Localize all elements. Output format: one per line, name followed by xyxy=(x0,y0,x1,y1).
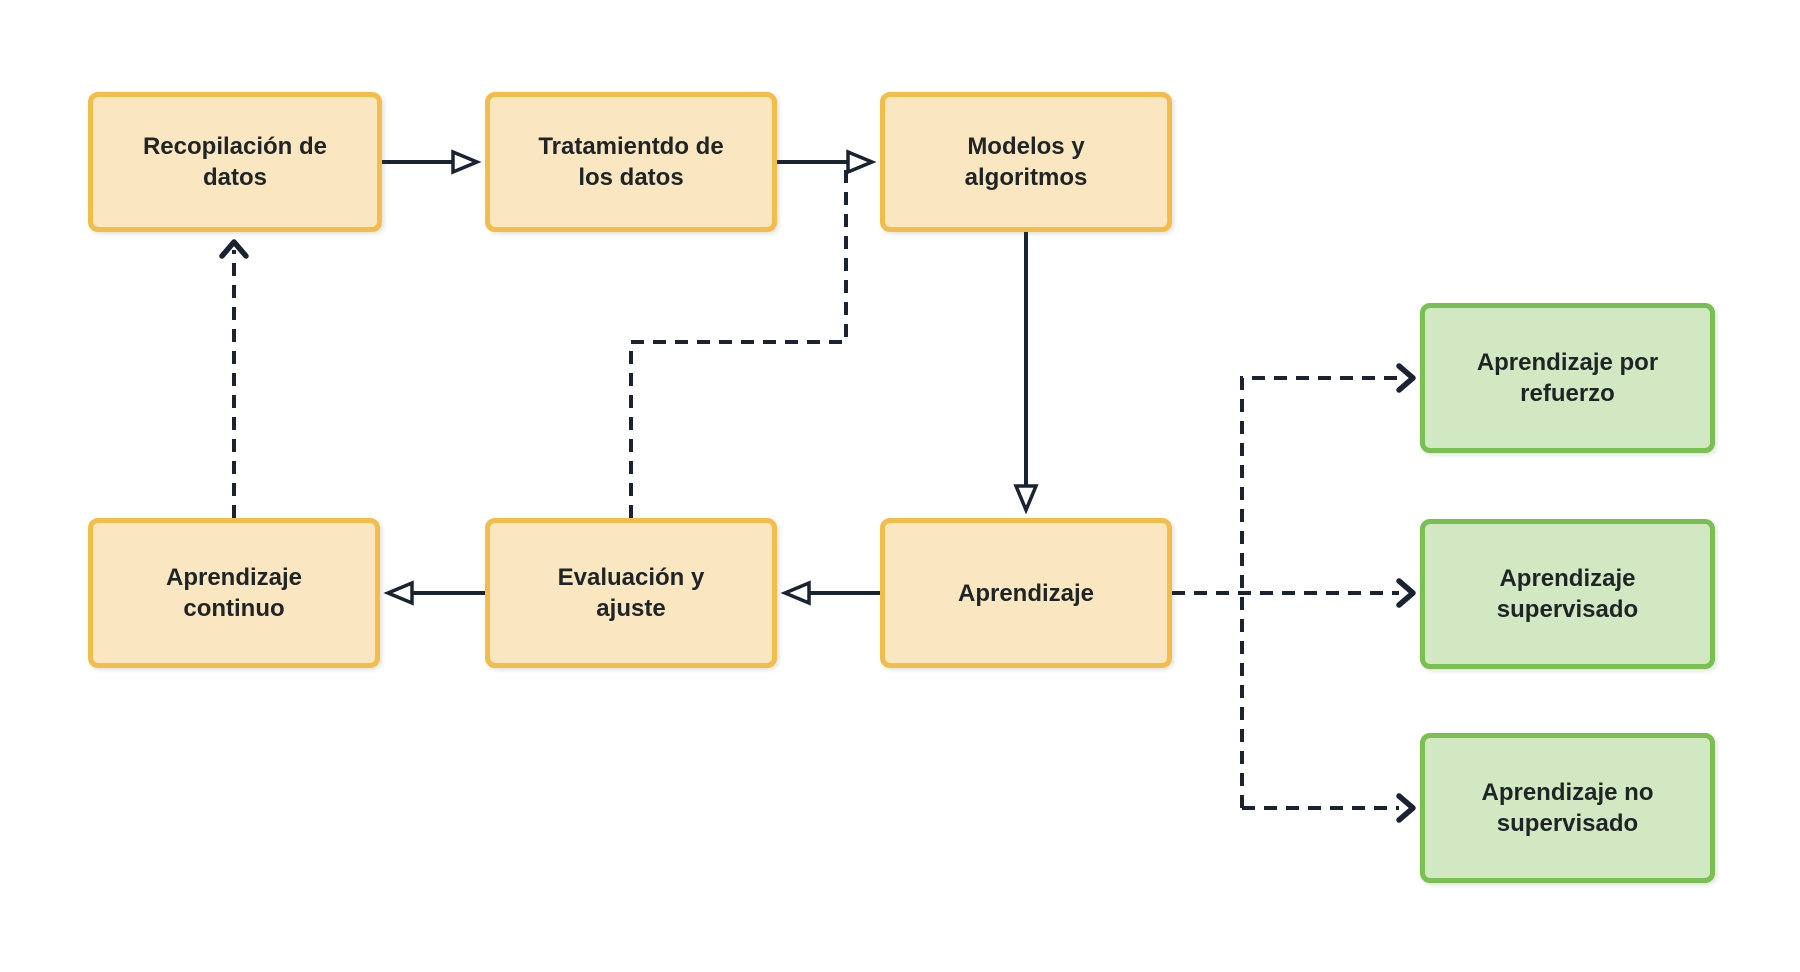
node-label-tratamiento: Tratamientdo de los datos xyxy=(538,133,724,191)
arrowhead-aprendizaje-icon xyxy=(1013,484,1039,515)
node-label-modelos: Modelos y algoritmos xyxy=(964,133,1088,191)
node-evaluacion-y-ajuste[interactable]: Evaluación y ajuste xyxy=(485,518,777,668)
node-aprendizaje[interactable]: Aprendizaje xyxy=(880,518,1172,668)
node-label-aprendizaje: Aprendizaje xyxy=(957,579,1095,607)
node-tratamiento-de-los-datos[interactable]: Tratamientdo de los datos xyxy=(485,92,777,232)
node-label-supervisado: Aprendizaje supervisado xyxy=(1496,565,1639,623)
arrowhead-no-supervisado-icon xyxy=(1396,793,1416,823)
node-aprendizaje-no-supervisado[interactable]: Aprendizaje no supervisado xyxy=(1420,733,1715,883)
arrowhead-tratamiento-icon xyxy=(451,149,482,175)
node-aprendizaje-por-refuerzo[interactable]: Aprendizaje por refuerzo xyxy=(1420,303,1715,453)
edge-aprendizaje-to-refuerzo xyxy=(1240,376,1399,808)
node-modelos-y-algoritmos[interactable]: Modelos y algoritmos xyxy=(880,92,1172,232)
arrowhead-continuo-icon xyxy=(383,580,414,606)
node-aprendizaje-continuo[interactable]: Aprendizaje continuo xyxy=(88,518,380,668)
node-label-no-supervisado: Aprendizaje no supervisado xyxy=(1481,779,1654,837)
arrowhead-refuerzo-icon xyxy=(1396,363,1416,393)
edge-evaluacion-to-modelos-feedback xyxy=(629,162,848,518)
arrowhead-recopilacion-icon xyxy=(219,239,249,259)
arrowhead-evaluacion-icon xyxy=(780,580,811,606)
arrowhead-modelos-icon xyxy=(846,149,877,175)
node-label-continuo: Aprendizaje continuo xyxy=(165,564,303,622)
node-label-recopilacion: Recopilación de datos xyxy=(142,133,328,191)
arrowhead-supervisado-icon xyxy=(1396,578,1416,608)
node-label-refuerzo: Aprendizaje por refuerzo xyxy=(1476,349,1659,407)
node-label-evaluacion: Evaluación y ajuste xyxy=(557,564,705,622)
node-recopilacion-de-datos[interactable]: Recopilación de datos xyxy=(88,92,382,232)
node-aprendizaje-supervisado[interactable]: Aprendizaje supervisado xyxy=(1420,519,1715,669)
